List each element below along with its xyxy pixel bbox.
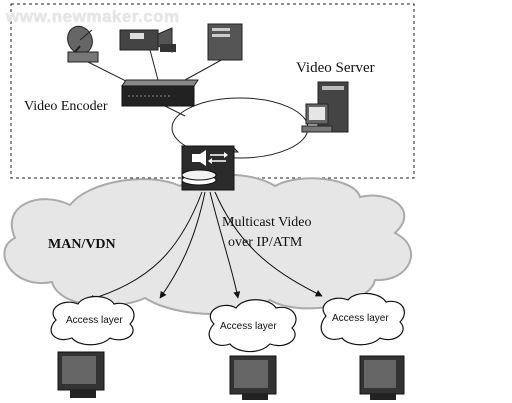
pc-tower-icon [207, 23, 243, 61]
access-layer-label-2: Access layer [220, 321, 277, 332]
tv-monitor-icon [359, 355, 405, 400]
access-cloud-2 [208, 299, 297, 353]
link-camera-encoder [149, 49, 159, 81]
access-layer-label-3: Access layer [332, 313, 389, 324]
video-encoder-icon [121, 79, 199, 107]
arrow-to-access-1 [87, 191, 203, 302]
link-encoder-ring [164, 105, 186, 117]
watermark: www.newmaker.com [6, 7, 180, 26]
tv-monitor-icon [229, 355, 277, 400]
multicast-label-line1: Multicast Video [222, 215, 312, 230]
video-server-label: Video Server [296, 60, 375, 76]
video-encoder-label: Video Encoder [24, 99, 108, 114]
arrow-to-access-3 [209, 191, 241, 299]
access-cloud-1 [50, 295, 135, 346]
multicast-label-line2: over IP/ATM [228, 235, 303, 250]
satellite-dish-icon [67, 25, 99, 63]
video-server-icon [301, 81, 349, 133]
link-pc-encoder [184, 57, 226, 81]
arrow-to-access-4 [214, 191, 323, 297]
man-vdn-label: MAN/VDN [48, 237, 116, 252]
access-cloud-3 [320, 292, 405, 346]
tv-monitor-icon [57, 351, 105, 398]
video-camera-icon [119, 27, 176, 53]
link-satellite-encoder [87, 61, 129, 83]
access-layer-label-1: Access layer [66, 315, 123, 326]
man-vdn-cloud [3, 173, 413, 315]
multicast-arrows [87, 191, 323, 302]
arrow-to-access-2 [159, 191, 206, 299]
router-switch-icon [180, 145, 240, 191]
